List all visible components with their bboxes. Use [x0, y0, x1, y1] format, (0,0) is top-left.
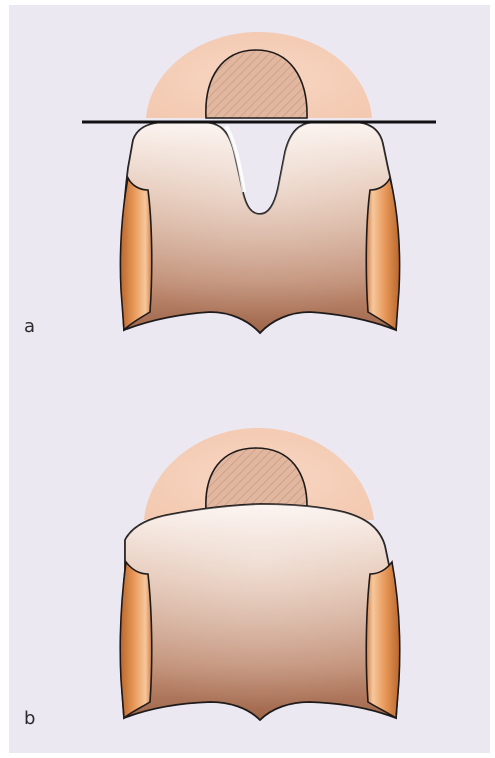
panel-b-label: b: [24, 710, 35, 728]
panel-a-right-side: [366, 178, 399, 330]
panel-a-left-side: [120, 178, 151, 330]
panel-b-left-side: [120, 562, 152, 718]
panel-b-right-side: [366, 562, 399, 718]
panel-a-diagram: [82, 32, 436, 333]
panel-a-label: a: [24, 318, 35, 336]
panel-b-diagram: [120, 428, 400, 720]
